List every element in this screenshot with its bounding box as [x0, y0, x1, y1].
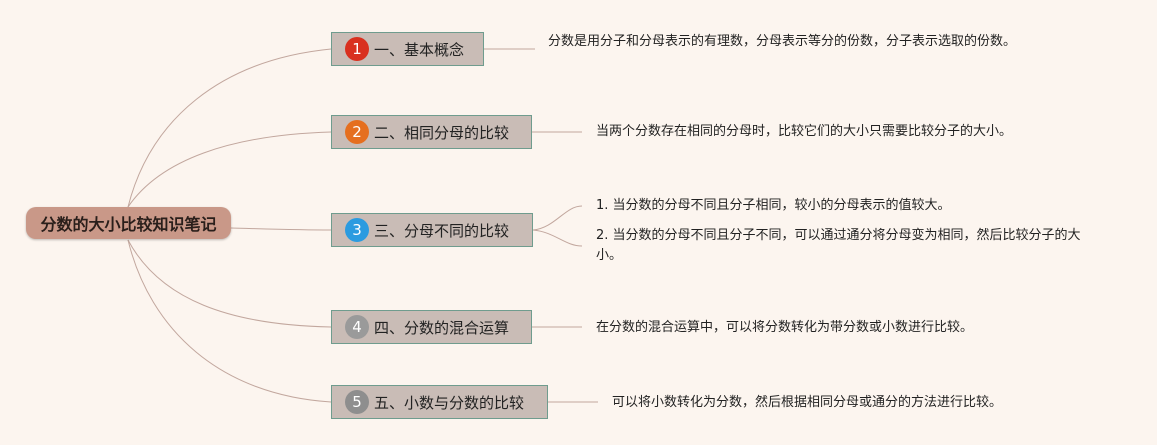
number-badge-icon: 3: [345, 218, 369, 242]
root-connector-5: [127, 239, 332, 403]
branch-node-3[interactable]: 3 三、分母不同的比较: [331, 213, 533, 247]
number-badge-icon: 5: [345, 390, 369, 414]
branch-note-4: 在分数的混合运算中，可以将分数转化为带分数或小数进行比较。: [596, 320, 974, 335]
number-badge-icon: 4: [345, 315, 369, 339]
branch-label: 二、相同分母的比较: [374, 123, 510, 142]
number-badge-icon: 2: [345, 120, 369, 144]
branch-node-2[interactable]: 2 二、相同分母的比较: [331, 115, 532, 149]
branch-label: 三、分母不同的比较: [374, 221, 510, 240]
note-connector-3b: [532, 229, 583, 247]
branch-label: 五、小数与分数的比较: [374, 393, 525, 412]
root-connector-2: [127, 131, 332, 208]
number-badge-icon: 1: [345, 37, 369, 61]
root-connector-3: [230, 227, 332, 231]
branch-note-3a: 1. 当分数的分母不同且分子相同，较小的分母表示的值较大。: [596, 198, 951, 213]
root-connector-4: [127, 239, 332, 328]
branch-label: 四、分数的混合运算: [374, 318, 510, 337]
branch-note-1: 分数是用分子和分母表示的有理数，分母表示等分的份数，分子表示选取的份数。: [548, 34, 1017, 49]
branch-node-1[interactable]: 1 一、基本概念: [331, 32, 484, 66]
branch-note-3b: 2. 当分数的分母不同且分子不同，可以通过通分将分母变为相同，然后比较分子的大小…: [596, 228, 1081, 263]
root-node[interactable]: 分数的大小比较知识笔记: [26, 207, 231, 239]
branch-node-4[interactable]: 4 四、分数的混合运算: [331, 310, 532, 344]
root-connector-1: [127, 48, 332, 208]
note-connector-3a: [532, 205, 583, 231]
branch-label: 一、基本概念: [374, 40, 465, 59]
root-title: 分数的大小比较知识笔记: [40, 215, 217, 234]
branch-note-5: 可以将小数转化为分数，然后根据相同分母或通分的方法进行比较。: [612, 395, 1003, 410]
branch-node-5[interactable]: 5 五、小数与分数的比较: [331, 385, 548, 419]
branch-note-2: 当两个分数存在相同的分母时，比较它们的大小只需要比较分子的大小。: [596, 124, 1013, 139]
